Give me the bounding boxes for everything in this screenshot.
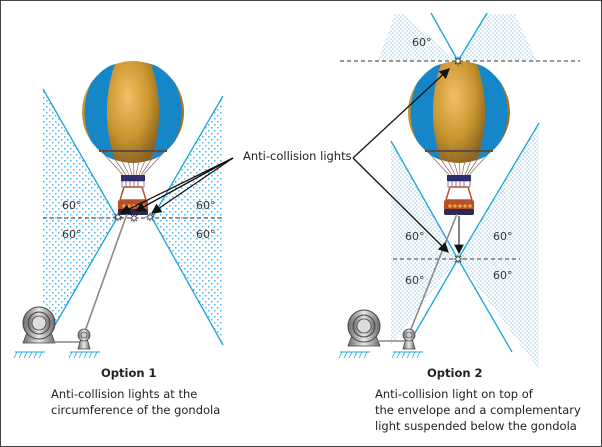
option-1-description-line-2: circumference of the gondola [51, 403, 221, 417]
callout-arrow-top [352, 68, 450, 159]
option-2-description: Anti-collision light on top of the envel… [375, 386, 581, 434]
option-2-description-line-2: the envelope and a complementary [375, 403, 581, 417]
option1-angle-upper-left: 60° [62, 199, 82, 212]
option2-ground-hatch-right [391, 351, 424, 359]
option2-angle-lower-left: 60° [405, 274, 425, 287]
option1-tether [83, 213, 128, 335]
option1-angle-lower-left: 60° [62, 228, 82, 241]
option1-light-right [145, 212, 155, 222]
option2-ground-hatch-left [338, 351, 371, 359]
option-2-description-line-1: Anti-collision light on top of [375, 387, 533, 401]
callout-arrows [119, 68, 450, 253]
callout-arrow-3 [150, 157, 234, 214]
option2-light-bottom [453, 254, 463, 264]
option-1-title: Option 1 [101, 366, 157, 380]
option-2-description-line-3: light suspended below the gondola [375, 419, 577, 433]
option2-pulley-icon [402, 328, 416, 350]
option1-beam-edge-left [42, 88, 118, 219]
option1-beam-edge-left-lower [54, 217, 118, 326]
option1-beam-left-lower [43, 218, 117, 325]
anti-collision-callout-label: Anti-collision lights [243, 149, 352, 163]
option-1-description-line-1: Anti-collision lights at the [51, 387, 198, 401]
option1-light-left [113, 212, 123, 222]
option2-lower-beam-right [458, 124, 539, 370]
option1-light-center [129, 213, 139, 223]
option2-top-beam-edge-left [430, 12, 459, 62]
option2-lower-beam-edge-ll [414, 258, 459, 334]
option1-pulley-icon [77, 328, 91, 350]
option1-balloon-envelope [82, 61, 184, 163]
option2-tether [408, 213, 458, 335]
option1-angle-upper-right: 60° [196, 199, 216, 212]
option2-balloon-envelope [408, 61, 510, 163]
option-1-description: Anti-collision lights at the circumferen… [51, 386, 220, 418]
option1-beam-edge-right [151, 95, 224, 219]
option1-beam-edge-right-lower [151, 217, 224, 346]
option2-angle-upper-left: 60° [405, 230, 425, 243]
option2-angle-top: 60° [412, 36, 432, 49]
option2-top-beam-left [378, 14, 458, 61]
option-1-diagram: 60° 60° 60° 60° [13, 61, 224, 359]
option1-ground-hatch-left [13, 351, 46, 359]
option-2-title: Option 2 [427, 366, 483, 380]
option2-angle-lower-right: 60° [493, 269, 513, 282]
option2-top-beam-edge-right [457, 12, 488, 62]
option1-ground-hatch-right [68, 351, 101, 359]
option2-top-beam-right [458, 14, 537, 61]
option2-lower-beam-left [391, 140, 458, 345]
callout-arrow-2 [134, 157, 234, 212]
option1-angle-lower-right: 60° [196, 228, 216, 241]
option2-angle-upper-right: 60° [493, 230, 513, 243]
option-2-diagram: 60° 60° 60° 60° 60° [338, 12, 580, 370]
option1-winch-icon [22, 306, 56, 344]
option2-lower-beam-edge-ur [457, 122, 540, 260]
option2-lower-beam-edge-lr [457, 258, 513, 353]
option2-light-top [453, 56, 463, 66]
callout-arrow-bottom [352, 157, 449, 253]
